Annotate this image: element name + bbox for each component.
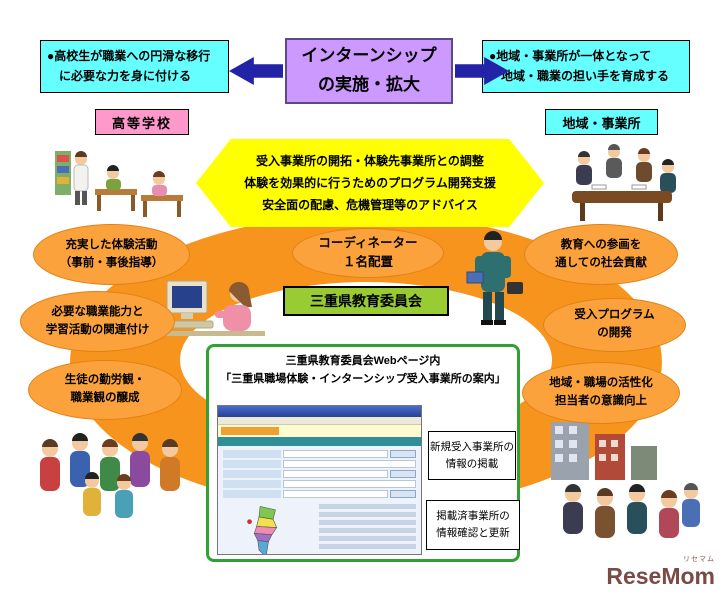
label-region-business: 地域・事業所 bbox=[545, 109, 658, 135]
results-area bbox=[218, 502, 421, 554]
web-page-section: 三重県教育委員会Webページ内 「三重県職場体験・インターンシップ受入事業所の案… bbox=[206, 344, 520, 562]
diagram-title: インターンシップ の実施・拡大 bbox=[285, 38, 453, 104]
board-of-education-box: 三重県教育委員会 bbox=[283, 286, 449, 316]
form-row bbox=[223, 490, 416, 498]
label-highschool: 高等学校 bbox=[95, 109, 189, 135]
coordinator-oval: コーディネーター １名配置 bbox=[292, 228, 444, 278]
webpage-screenshot bbox=[217, 405, 422, 555]
resemom-logo: リセマム ReseMom bbox=[605, 554, 715, 588]
school-benefit-oval: 生徒の勤労観・ 職業観の醸成 bbox=[28, 360, 182, 420]
form-row bbox=[223, 480, 416, 488]
note-new-listing: 新規受入事業所の 情報の掲載 bbox=[428, 431, 516, 480]
note-update-listing: 掲載済事業所の 情報確認と更新 bbox=[426, 500, 520, 550]
businessman-illustration bbox=[466, 231, 523, 325]
form-row bbox=[223, 470, 416, 478]
browser-menubar bbox=[218, 417, 421, 425]
students-group-illustration bbox=[40, 433, 180, 518]
resemom-ruby-text: リセマム bbox=[683, 556, 715, 563]
region-benefit-oval: 教育への参画を 通しての社会貢献 bbox=[524, 224, 678, 285]
community-workers-illustration bbox=[551, 422, 700, 538]
form-row bbox=[223, 460, 416, 468]
result-list bbox=[315, 504, 416, 554]
region-benefit-oval: 受入プログラム の開発 bbox=[543, 298, 686, 352]
page-banner bbox=[218, 425, 421, 437]
goal-region-box: ●地域・事業所が一体となって 地域・職業の担い手を育成する bbox=[482, 40, 690, 93]
business-meeting-illustration bbox=[572, 144, 676, 221]
search-form bbox=[218, 446, 421, 502]
school-benefit-oval: 必要な職業能力と 学習活動の関連付け bbox=[20, 291, 175, 352]
computer-user-illustration bbox=[165, 280, 265, 336]
page-navbar bbox=[218, 437, 421, 446]
classroom-illustration bbox=[55, 151, 183, 217]
form-row bbox=[223, 450, 416, 458]
resemom-wordmark: ReseMom bbox=[606, 563, 715, 589]
mie-prefecture-map bbox=[247, 505, 278, 554]
web-section-title: 三重県教育委員会Webページ内 「三重県職場体験・インターンシップ受入事業所の案… bbox=[220, 355, 506, 385]
region-benefit-oval: 地域・職場の活性化 担当者の意識向上 bbox=[522, 362, 680, 424]
browser-titlebar bbox=[218, 406, 421, 417]
school-benefit-oval: 充実した体験活動 （事前・事後指導） bbox=[33, 224, 190, 285]
support-banner: 受入事業所の開拓・体験先事業所との調整 体験を効果的に行うためのプログラム開発支… bbox=[196, 139, 544, 227]
arrow-left-icon bbox=[229, 57, 283, 85]
goal-highschool-box: ●高校生が職業への円滑な移行 に必要な力を身に付ける bbox=[40, 40, 229, 93]
